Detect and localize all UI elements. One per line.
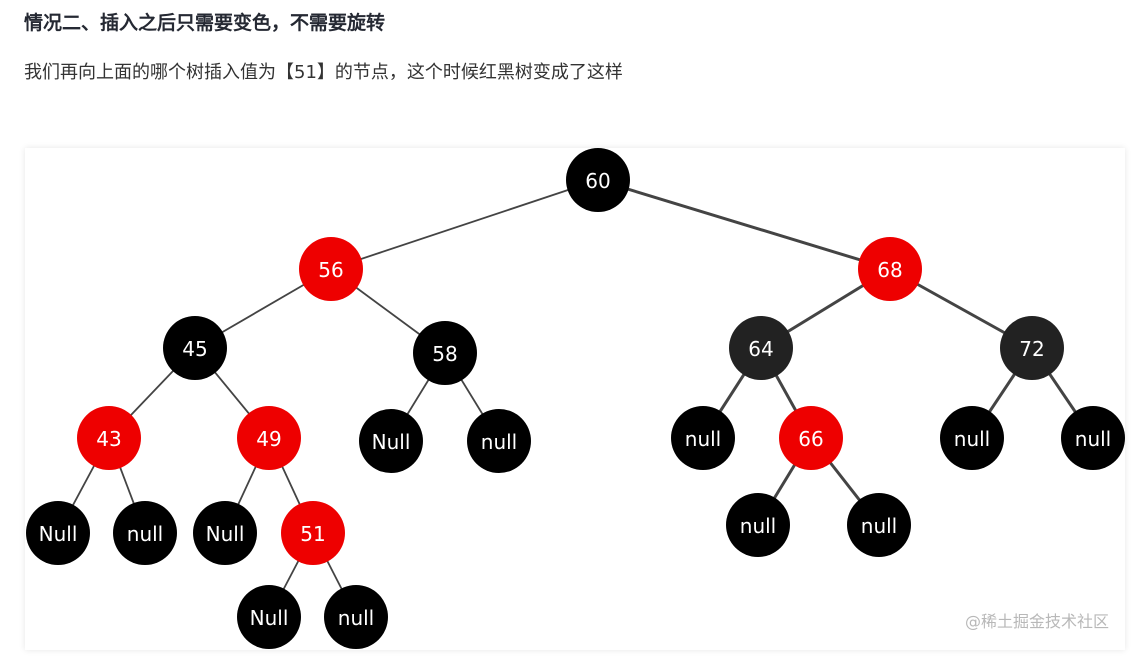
tree-node-circle-black [940, 406, 1004, 470]
tree-node: 58 [413, 321, 477, 385]
tree-node: 51 [281, 501, 345, 565]
tree-node-label: null [740, 514, 776, 538]
tree-node-label: Null [250, 606, 289, 630]
tree-node: 56 [299, 237, 363, 301]
tree-node-circle-black [113, 501, 177, 565]
tree-node-circle-black [193, 501, 257, 565]
tree-node-circle-red [77, 406, 141, 470]
tree-node-circle-black [1061, 406, 1125, 470]
tree-node-label: null [861, 514, 897, 538]
tree-node-label: 58 [432, 342, 457, 366]
tree-node-circle-dark [1000, 316, 1064, 380]
tree-node-circle-dark [729, 316, 793, 380]
tree-node-label: 68 [877, 258, 902, 282]
tree-node-circle-black [566, 148, 630, 212]
tree-node-circle-red [281, 501, 345, 565]
tree-node-circle-black [163, 316, 227, 380]
tree-node-circle-black [26, 501, 90, 565]
tree-node-label: null [338, 606, 374, 630]
tree-node-label: 56 [318, 258, 343, 282]
tree-node-label: 51 [300, 522, 325, 546]
tree-node-label: 72 [1019, 337, 1044, 361]
tree-node-circle-black [467, 409, 531, 473]
tree-node: Null [359, 409, 423, 473]
tree-node: 49 [237, 406, 301, 470]
tree-node: null [113, 501, 177, 565]
tree-node-circle-black [324, 585, 388, 649]
tree-node-label: 49 [256, 427, 281, 451]
tree-node-circle-black [237, 585, 301, 649]
tree-node-label: null [127, 522, 163, 546]
tree-node-circle-black [671, 406, 735, 470]
tree-node: null [671, 406, 735, 470]
tree-node-circle-red [858, 237, 922, 301]
tree-node-label: null [685, 427, 721, 451]
tree-node: Null [237, 585, 301, 649]
tree-node-label: 64 [748, 337, 773, 361]
tree-node-label: 45 [182, 337, 207, 361]
tree-node-circle-black [726, 493, 790, 557]
tree-node-label: 60 [585, 169, 610, 193]
tree-node: null [940, 406, 1004, 470]
tree-node: Null [193, 501, 257, 565]
tree-node: 45 [163, 316, 227, 380]
tree-edge-n60-n56 [330, 179, 599, 270]
tree-node-label: null [481, 430, 517, 454]
tree-node-circle-black [359, 409, 423, 473]
tree-node: null [726, 493, 790, 557]
tree-node-label: Null [206, 522, 245, 546]
tree-node: 72 [1000, 316, 1064, 380]
tree-node: 60 [566, 148, 630, 212]
tree-node-circle-red [299, 237, 363, 301]
tree-node: null [1061, 406, 1125, 470]
tree-node-circle-black [413, 321, 477, 385]
section-heading: 情况二、插入之后只需要变色，不需要旋转 [24, 12, 386, 34]
tree-node-label: null [1075, 427, 1111, 451]
tree-node: 68 [858, 237, 922, 301]
tree-node: Null [26, 501, 90, 565]
tree-node-label: 66 [798, 427, 823, 451]
tree-node-label: Null [372, 430, 411, 454]
tree-node-label: Null [39, 522, 78, 546]
tree-node: null [324, 585, 388, 649]
tree-node-label: null [954, 427, 990, 451]
tree-node: 66 [779, 406, 843, 470]
tree-edge-n60-n68 [597, 178, 891, 271]
watermark: @稀土掘金技术社区 [964, 612, 1109, 631]
tree-node: 64 [729, 316, 793, 380]
tree-node: 43 [77, 406, 141, 470]
description-text: 我们再向上面的哪个树插入值为【51】的节点，这个时候红黑树变成了这样 [24, 62, 623, 83]
tree-node-circle-red [237, 406, 301, 470]
tree-node-circle-red [779, 406, 843, 470]
tree-node: null [847, 493, 911, 557]
tree-node-label: 43 [96, 427, 121, 451]
tree-node: null [467, 409, 531, 473]
tree-node-circle-black [847, 493, 911, 557]
